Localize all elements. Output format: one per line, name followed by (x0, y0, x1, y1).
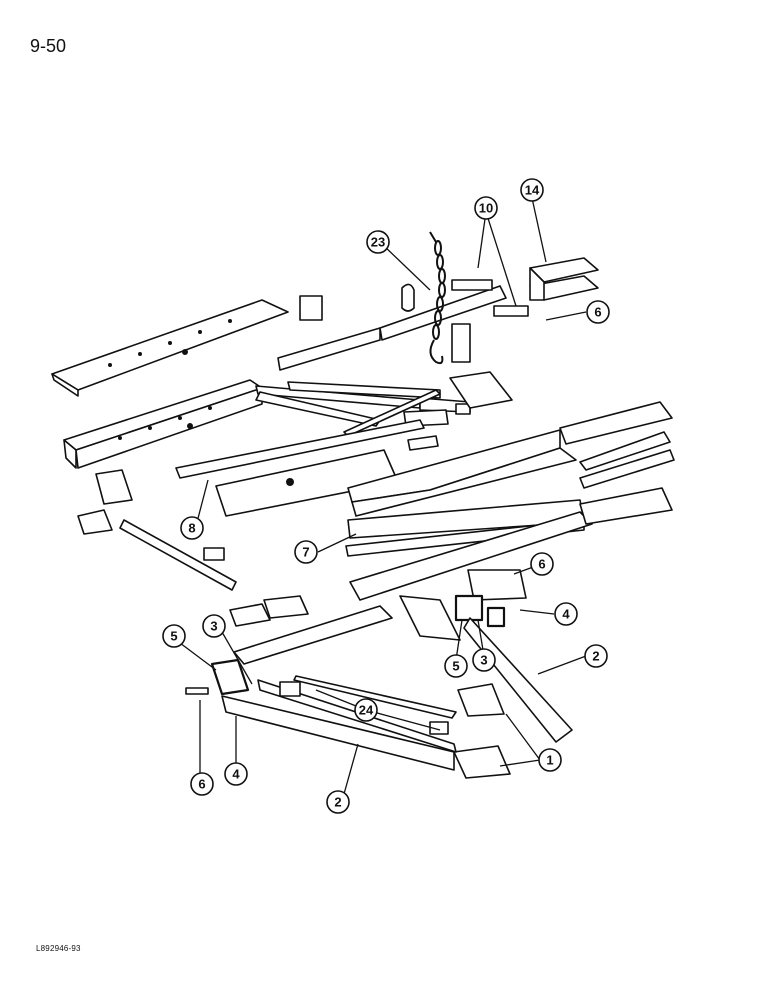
callout-label: 3 (210, 619, 217, 634)
safety-chain (401, 231, 446, 365)
callout-6-bottom: 6 (190, 772, 214, 796)
callout-label: 1 (546, 753, 553, 768)
page-number: 9-50 (30, 36, 67, 56)
callout-label: 3 (480, 653, 487, 668)
callout-4-right: 4 (554, 602, 578, 626)
callout-23: 23 (366, 230, 390, 254)
right-extension-rails (559, 401, 675, 525)
callout-label: 6 (538, 557, 545, 572)
callout-label: 4 (562, 607, 570, 622)
callout-7: 7 (294, 540, 318, 564)
upper-left-channel (63, 379, 263, 469)
callout-2-bottom: 2 (326, 790, 350, 814)
center-crossbar-assembly (255, 381, 471, 451)
callout-label: 6 (594, 305, 601, 320)
callout-label: 23 (371, 235, 385, 250)
callout-10: 10 (474, 196, 498, 220)
callout-5-left: 5 (162, 624, 186, 648)
misc-small-plates (77, 371, 513, 627)
callout-label: 14 (525, 183, 540, 198)
main-deck-plates (233, 429, 593, 665)
callout-label: 10 (479, 201, 493, 216)
callout-label: 5 (452, 659, 459, 674)
callout-label: 2 (592, 649, 599, 664)
callout-label: 24 (359, 703, 374, 718)
callout-4-bottom: 4 (224, 762, 248, 786)
callout-8: 8 (180, 516, 204, 540)
callout-label: 5 (170, 629, 177, 644)
callout-2-right: 2 (584, 644, 608, 668)
callout-3-right: 3 (472, 648, 496, 672)
pivot-bracket-14 (451, 257, 599, 317)
right-hitch-assembly (399, 569, 573, 779)
callout-3-left: 3 (202, 614, 226, 638)
callout-label: 2 (334, 795, 341, 810)
callout-14: 14 (520, 178, 544, 202)
figure-code: L892946-93 (36, 944, 81, 953)
upper-tube (277, 285, 507, 371)
leader-lines (175, 197, 587, 795)
callout-5-right: 5 (444, 654, 468, 678)
callout-6-right: 6 (530, 552, 554, 576)
callout-label: 8 (188, 521, 195, 536)
callout-label: 4 (232, 767, 240, 782)
callout-24: 24 (354, 698, 378, 722)
center-frame-members (119, 419, 425, 591)
callout-6-top: 6 (586, 300, 610, 324)
upper-left-plate (51, 299, 289, 397)
left-hitch-assembly (185, 658, 457, 771)
callout-label: 7 (302, 545, 309, 560)
callout-label: 6 (198, 777, 205, 792)
callout-1: 1 (538, 748, 562, 772)
